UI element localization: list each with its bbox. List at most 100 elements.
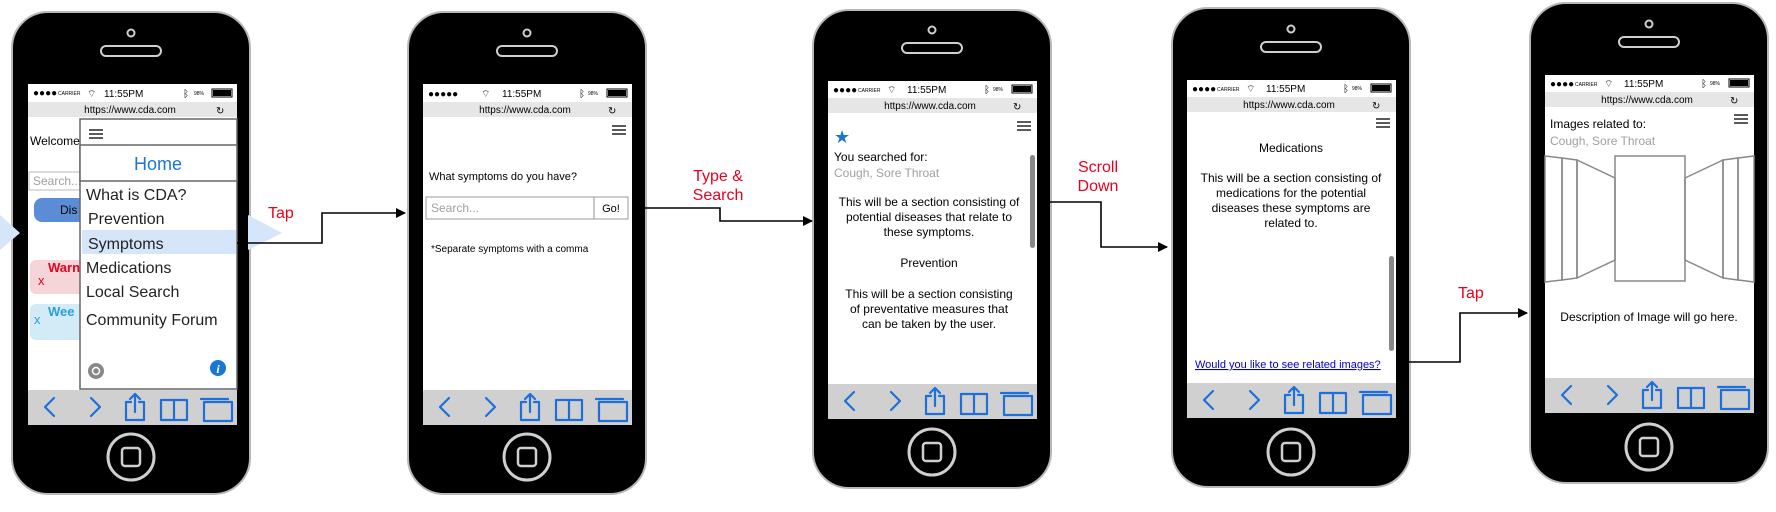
svg-text:11:55PM: 11:55PM xyxy=(1624,79,1663,90)
share-icon[interactable] xyxy=(924,386,946,416)
side-menu: Home What is CDA? Prevention Symptoms Me… xyxy=(79,118,238,390)
reload-icon[interactable]: ↻ xyxy=(216,106,224,117)
scrollbar[interactable] xyxy=(1030,155,1035,248)
svg-text:98%: 98% xyxy=(194,91,205,97)
reload-icon[interactable]: ↻ xyxy=(1372,101,1380,112)
battery-icon xyxy=(606,88,628,98)
scrollbar[interactable] xyxy=(1389,256,1394,351)
phone-4: ●●●● CARRIER ⌔ 11:55PM ᛒ 98% https://www… xyxy=(1171,7,1411,488)
hamburger-icon[interactable] xyxy=(1017,121,1031,131)
back-icon[interactable] xyxy=(1202,389,1215,411)
menu-item-medications[interactable]: Medications xyxy=(86,260,171,277)
bookmarks-icon[interactable] xyxy=(1318,391,1348,415)
forward-icon[interactable] xyxy=(89,396,102,418)
menu-item-community-forum[interactable]: Community Forum xyxy=(86,312,218,329)
wifi-icon: ⌔ xyxy=(1604,79,1613,90)
tabs-icon[interactable] xyxy=(1358,390,1393,416)
info-icon[interactable]: i xyxy=(210,360,226,376)
bluetooth-icon: ᛒ xyxy=(984,85,990,96)
reload-icon[interactable]: ↻ xyxy=(1013,102,1021,113)
menu-item-what-is-cda[interactable]: What is CDA? xyxy=(86,187,187,204)
battery-icon xyxy=(1011,84,1033,94)
home-button-icon[interactable] xyxy=(921,441,943,463)
prevention-section: This will be a section consisting of pre… xyxy=(845,287,1012,331)
url-bar[interactable] xyxy=(28,102,237,117)
svg-text:related to.: related to. xyxy=(1264,216,1317,230)
bookmarks-icon[interactable] xyxy=(159,398,189,422)
hamburger-icon[interactable] xyxy=(1376,118,1390,128)
share-icon[interactable] xyxy=(519,392,541,422)
svg-text:Warn: Warn xyxy=(48,260,80,275)
share-icon[interactable] xyxy=(1283,385,1305,415)
forward-icon[interactable] xyxy=(1606,384,1619,406)
share-icon[interactable] xyxy=(1641,380,1663,410)
home-button-icon[interactable] xyxy=(1638,436,1660,458)
bookmarks-icon[interactable] xyxy=(554,398,584,422)
star-icon[interactable]: ★ xyxy=(834,127,850,148)
svg-text:Search...: Search... xyxy=(33,174,81,188)
forward-icon[interactable] xyxy=(484,396,497,418)
svg-text:98%: 98% xyxy=(993,87,1004,93)
url-bar[interactable] xyxy=(1545,92,1754,107)
url-bar[interactable] xyxy=(423,102,632,117)
tabs-icon[interactable] xyxy=(199,397,234,423)
hamburger-icon[interactable] xyxy=(1734,114,1748,124)
separator-hint: *Separate symptoms with a comma xyxy=(431,244,589,255)
back-icon[interactable] xyxy=(1560,384,1573,406)
menu-home[interactable] xyxy=(79,144,238,182)
menu-selected-highlight xyxy=(82,230,236,254)
svg-text:This will be a section consist: This will be a section consisting of xyxy=(839,195,1020,209)
svg-text:Wee: Wee xyxy=(48,304,75,319)
menu-item-symptoms[interactable]: Symptoms xyxy=(88,236,164,253)
images-related-label: Images related to: xyxy=(1550,117,1646,131)
url-bar[interactable] xyxy=(1187,97,1396,112)
status-bar: ●●●● CARRIER ⌔ 11:55PM ᛒ 98% xyxy=(833,84,1033,96)
svg-text:Home: Home xyxy=(134,154,182,174)
label-tap-2: Tap xyxy=(1458,285,1484,302)
bookmarks-icon[interactable] xyxy=(1676,386,1706,410)
forward-icon[interactable] xyxy=(1248,389,1261,411)
back-icon[interactable] xyxy=(843,390,856,412)
battery-icon xyxy=(211,88,233,98)
svg-text:CARRIER: CARRIER xyxy=(58,91,81,97)
svg-text:Go!: Go! xyxy=(602,203,620,215)
menu-item-local-search[interactable]: Local Search xyxy=(86,284,179,301)
bookmarks-icon[interactable] xyxy=(959,392,989,416)
image-carousel[interactable] xyxy=(1544,155,1755,283)
reload-icon[interactable]: ↻ xyxy=(1730,96,1738,107)
svg-text:i: i xyxy=(216,362,220,376)
home-button-icon[interactable] xyxy=(120,446,142,468)
status-bar: ●●●● CARRIER ⌔ 11:55PM ᛒ 98% xyxy=(1550,78,1750,90)
svg-text:98%: 98% xyxy=(588,91,599,97)
svg-text:https://www.cda.com: https://www.cda.com xyxy=(884,101,976,112)
tabs-icon[interactable] xyxy=(1716,385,1751,411)
svg-text:This will be a section consist: This will be a section consisting xyxy=(845,287,1012,301)
toolbar-icons xyxy=(438,392,629,423)
weekly-card xyxy=(30,304,90,340)
related-images-link[interactable]: Would you like to see related images? xyxy=(1195,359,1381,371)
home-button-icon[interactable] xyxy=(516,446,538,468)
home-button-icon[interactable] xyxy=(1280,441,1302,463)
go-button[interactable] xyxy=(593,196,629,220)
tabs-icon[interactable] xyxy=(594,397,629,423)
connector-3 xyxy=(1037,201,1168,252)
url-bar[interactable] xyxy=(828,98,1037,113)
wifi-icon: ⌔ xyxy=(481,89,490,100)
share-icon[interactable] xyxy=(124,392,146,422)
forward-icon[interactable] xyxy=(889,390,902,412)
connector-4 xyxy=(1396,308,1528,363)
display-button[interactable] xyxy=(34,198,86,222)
label-tap-1: Tap xyxy=(268,205,294,222)
svg-text:●●●●: ●●●● xyxy=(33,88,57,99)
image-description: Description of Image will go here. xyxy=(1560,310,1737,324)
tabs-icon[interactable] xyxy=(999,391,1034,417)
svg-text:medications for the potential: medications for the potential xyxy=(1216,186,1366,200)
menu-item-prevention[interactable]: Prevention xyxy=(88,211,165,228)
hamburger-icon[interactable] xyxy=(89,129,103,139)
settings-icon[interactable] xyxy=(88,363,104,379)
reload-icon[interactable]: ↻ xyxy=(608,106,616,117)
back-icon[interactable] xyxy=(43,396,56,418)
hamburger-icon[interactable] xyxy=(612,125,626,135)
back-icon[interactable] xyxy=(438,396,451,418)
phone-3: ●●●● CARRIER ⌔ 11:55PM ᛒ 98% https://www… xyxy=(812,9,1052,489)
